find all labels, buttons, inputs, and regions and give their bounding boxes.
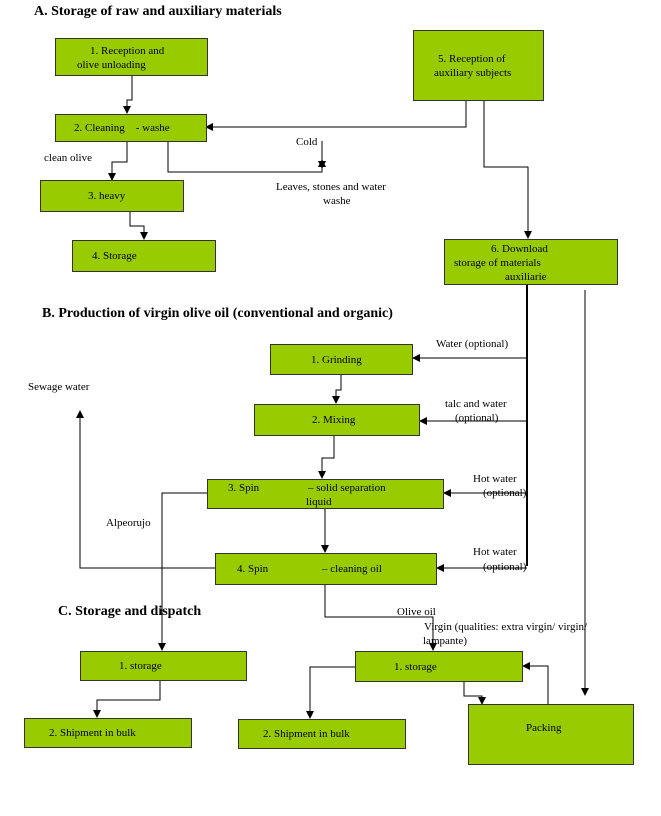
arrow-b2-b3 [318, 436, 335, 479]
box-storage-a4: 4. Storage [72, 240, 216, 272]
box-shipment-c2: 2. Shipment in bulk [24, 718, 192, 748]
label-cold: Cold [296, 136, 318, 148]
label-clean-olive: clean olive [44, 152, 92, 164]
label-water-optional: Water (optional) [436, 338, 509, 350]
box-download-storage: 6. Download storage of materials auxilia… [444, 239, 618, 285]
box-reception-auxiliary: 5. Reception of auxiliary subjects [413, 30, 544, 101]
label-virgin-qualities-1: Virgin (qualities: extra virgin/ virgin/ [424, 621, 588, 633]
label-alpeorujo: Alpeorujo [106, 517, 151, 529]
arrow-a5-a6 [483, 100, 532, 239]
box-grinding: 1. Grinding [270, 344, 413, 375]
arrow-c3-c4 [306, 666, 355, 719]
box-storage-c3: 1. storage [355, 651, 523, 682]
arrow-alpeorujo [158, 492, 207, 651]
label-leaves-1: Leaves, stones and water [276, 181, 386, 193]
arrow-a3-a4 [129, 211, 148, 240]
section-a-title: A. Storage of raw and auxiliary material… [34, 4, 282, 19]
arrow-sewage [76, 410, 215, 569]
label-hot-water-2a: Hot water [473, 546, 517, 558]
box-spin-separation: 3. Spin – solid separation liquid [207, 479, 444, 509]
label-virgin-qualities-2: lampante) [423, 635, 467, 647]
arrow-b1-b2 [332, 374, 342, 404]
arrow-a5-a2 [205, 100, 467, 131]
box-storage-c1: 1. storage [80, 651, 247, 681]
box-cleaning-washe: 2. Cleaning - washe [55, 114, 207, 142]
label-talc-1: talc and water [445, 398, 507, 410]
arrow-c1-c2 [93, 680, 161, 718]
arrow-a2-a3 [108, 141, 128, 181]
label-talc-2: (optional) [455, 412, 499, 424]
section-c-title: C. Storage and dispatch [58, 604, 202, 619]
box-spin-cleaning: 4. Spin – cleaning oil [215, 553, 437, 585]
arrow-c3-packing [463, 681, 486, 705]
section-b-title: B. Production of virgin olive oil (conve… [42, 306, 393, 321]
box-shipment-c4: 2. Shipment in bulk [238, 719, 406, 749]
label-leaves-2: washe [323, 195, 351, 207]
label-hot-water-2b: (optional) [483, 561, 527, 573]
arrow-packing-c3 [522, 662, 549, 704]
box-mixing: 2. Mixing [254, 404, 420, 436]
box-reception-unloading: 1. Reception and olive unloading [55, 38, 208, 76]
label-olive-oil: Olive oil [397, 606, 436, 618]
arrow-a1-a2 [123, 76, 133, 114]
box-heavy: 3. heavy [40, 180, 184, 212]
label-hot-water-1b: (optional) [483, 487, 527, 499]
label-sewage-water: Sewage water [28, 381, 90, 393]
box-packing: Packing [468, 704, 634, 765]
label-hot-water-1a: Hot water [473, 473, 517, 485]
line-olive-oil [324, 584, 437, 651]
